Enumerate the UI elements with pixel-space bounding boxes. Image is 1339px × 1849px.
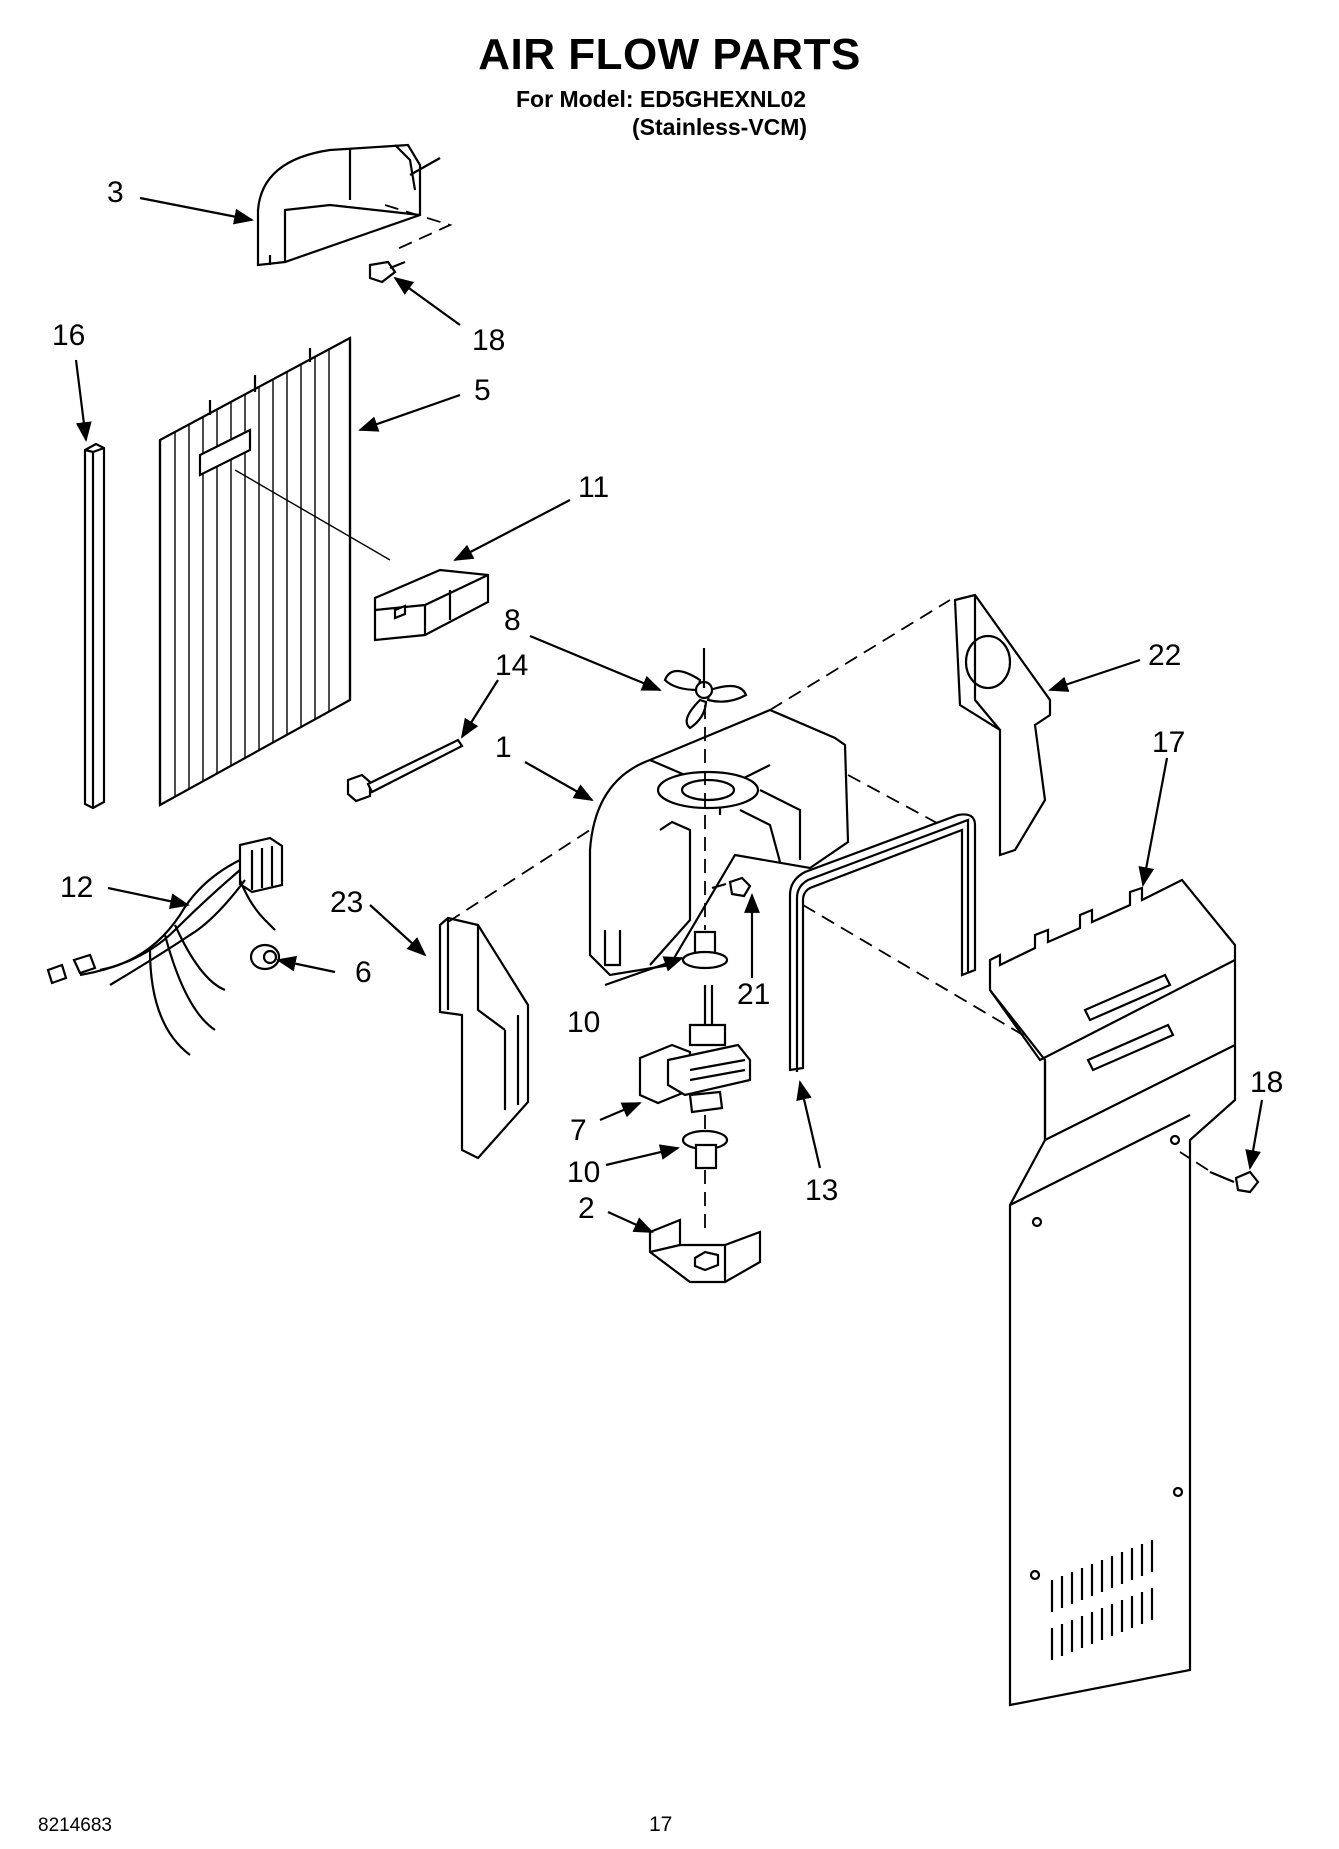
model-variant: (Stainless-VCM) xyxy=(632,114,808,140)
callout-1: 1 xyxy=(495,731,512,764)
part-21-screw xyxy=(711,876,752,898)
callout-18-right: 18 xyxy=(1250,1066,1283,1099)
page-number: 17 xyxy=(649,1813,673,1836)
leader-arrows xyxy=(74,196,1264,1234)
callout-10-lower: 10 xyxy=(567,1156,600,1189)
callout-2: 2 xyxy=(578,1192,595,1225)
page-title: AIR FLOW PARTS xyxy=(478,30,861,79)
vent-slots xyxy=(1050,1540,1154,1660)
part-6-grommet xyxy=(249,943,281,971)
callout-7: 7 xyxy=(570,1114,587,1147)
callout-23: 23 xyxy=(330,886,363,919)
callout-3: 3 xyxy=(107,176,124,209)
part-1-fan-housing xyxy=(588,599,951,977)
part-7-fan-motor xyxy=(638,985,752,1140)
callout-11: 11 xyxy=(578,471,609,504)
part-10-grommet-lower xyxy=(681,1129,729,1230)
part-14-cable-tie xyxy=(346,738,464,803)
callout-10-upper: 10 xyxy=(567,1006,600,1039)
part-13-u-channel-seal xyxy=(788,813,1041,1072)
callout-22: 22 xyxy=(1148,639,1181,672)
part-12-wire-harness xyxy=(46,836,284,1056)
part-2-motor-bracket xyxy=(648,1218,762,1284)
part-3-duct-cover xyxy=(256,143,453,267)
part-5-evaporator-cover xyxy=(158,336,391,807)
callout-5: 5 xyxy=(474,374,491,407)
part-8-fan-blade xyxy=(663,648,748,730)
callout-14: 14 xyxy=(495,649,528,682)
callout-8: 8 xyxy=(504,604,521,637)
part-11-bracket xyxy=(373,568,490,642)
callout-16: 16 xyxy=(52,319,85,352)
model-number: For Model: ED5GHEXNL02 xyxy=(516,86,807,112)
callout-21: 21 xyxy=(737,978,770,1011)
callout-17: 17 xyxy=(1152,726,1185,759)
callout-6: 6 xyxy=(355,956,372,989)
part-23-side-duct xyxy=(438,829,591,1160)
callout-12: 12 xyxy=(60,871,93,904)
document-number: 8214683 xyxy=(38,1815,112,1836)
part-17-rear-air-duct xyxy=(988,878,1237,1707)
part-10-grommet-upper xyxy=(681,705,729,970)
part-18-screw-right xyxy=(1179,1151,1260,1194)
part-18-screw-top xyxy=(368,260,406,284)
callout-13: 13 xyxy=(805,1174,838,1207)
part-16-seal-strip xyxy=(83,442,106,810)
callout-18-top: 18 xyxy=(472,324,505,357)
part-22-side-baffle xyxy=(953,593,1052,857)
